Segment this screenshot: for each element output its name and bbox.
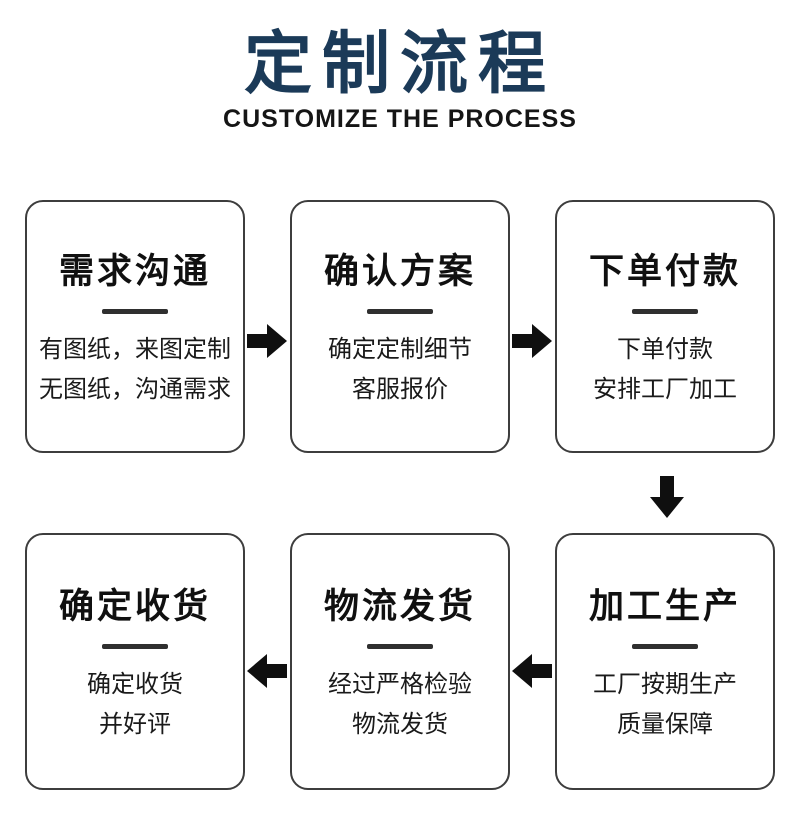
step-card-shipping: 物流发货 经过严格检验 物流发货	[290, 533, 510, 790]
step-title: 物流发货	[323, 587, 476, 626]
page-title: 定制流程	[243, 26, 556, 102]
step-title: 确认方案	[323, 252, 476, 291]
step-title: 确定收货	[58, 587, 211, 626]
step-description-line: 安排工厂加工	[593, 376, 737, 403]
arrow-left-icon	[512, 654, 552, 688]
divider	[102, 309, 168, 314]
step-card-production: 加工生产 工厂按期生产 质量保障	[555, 533, 775, 790]
divider	[632, 644, 698, 649]
step-card-receipt: 确定收货 确定收货 并好评	[25, 533, 245, 790]
step-title: 加工生产	[588, 587, 741, 626]
step-description-line: 物流发货	[352, 711, 448, 738]
divider	[367, 309, 433, 314]
arrow-right-icon	[512, 324, 552, 358]
step-title: 下单付款	[588, 252, 741, 291]
step-description-line: 下单付款	[617, 336, 713, 363]
step-description-line: 确定收货	[87, 671, 183, 698]
step-card-requirements: 需求沟通 有图纸，来图定制 无图纸，沟通需求	[25, 200, 245, 453]
arrow-down-icon	[650, 476, 684, 518]
step-card-order-payment: 下单付款 下单付款 安排工厂加工	[555, 200, 775, 453]
step-description-line: 无图纸，沟通需求	[39, 376, 231, 403]
step-description-line: 客服报价	[352, 376, 448, 403]
divider	[632, 309, 698, 314]
divider	[367, 644, 433, 649]
divider	[102, 644, 168, 649]
step-description-line: 经过严格检验	[328, 671, 472, 698]
step-description-line: 质量保障	[617, 711, 713, 738]
step-title: 需求沟通	[58, 252, 211, 291]
step-description-line: 确定定制细节	[328, 336, 472, 363]
page-subtitle: CUSTOMIZE THE PROCESS	[223, 105, 577, 133]
arrow-right-icon	[247, 324, 287, 358]
step-description-line: 并好评	[99, 711, 171, 738]
arrow-left-icon	[247, 654, 287, 688]
step-description-line: 有图纸，来图定制	[39, 336, 231, 363]
step-card-confirm-plan: 确认方案 确定定制细节 客服报价	[290, 200, 510, 453]
step-description-line: 工厂按期生产	[593, 671, 737, 698]
